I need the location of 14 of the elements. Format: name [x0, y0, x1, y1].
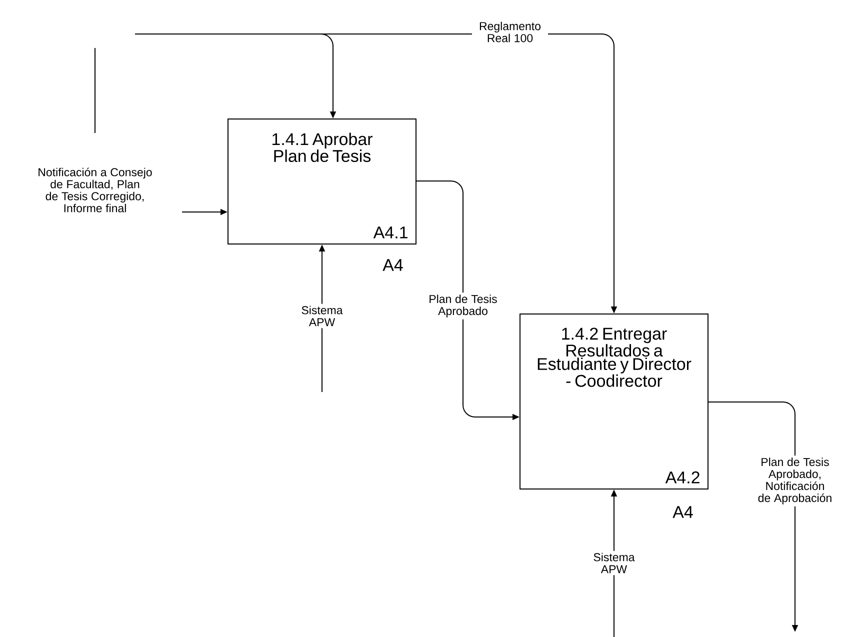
edge-label: Sistema APW: [587, 550, 641, 576]
node-label: A4.2: [665, 471, 700, 484]
node-label: 1.4.1 Aprobar Plan de Tesis: [272, 132, 373, 162]
process-box: 1.4.1 Aprobar Plan de Tesis A4.1: [228, 118, 416, 244]
node-reference: A4: [382, 259, 403, 271]
node-label: A4.1: [373, 226, 408, 238]
node-reference: A4: [672, 506, 693, 518]
edge-label: Plan de Tesis Aprobado, Notificación de Aprobación: [748, 456, 842, 506]
edge-label: Reglamento Real 100: [472, 20, 548, 44]
process-box: 1.4.2 Entregar Resultados a Estudiante y Director - Coodirector A4.2: [520, 314, 708, 490]
edge-label: Plan de Tesis Aprobado: [420, 292, 506, 320]
node-label: 1.4.2 Entregar Resultados a Estudiante y Director - Coodirector: [538, 328, 692, 387]
edge-label: Notificación a Consejo de Facultad, Plan de Tesis Corregido, Informe final: [33, 166, 157, 214]
edge-label: Sistema APW: [295, 304, 349, 328]
